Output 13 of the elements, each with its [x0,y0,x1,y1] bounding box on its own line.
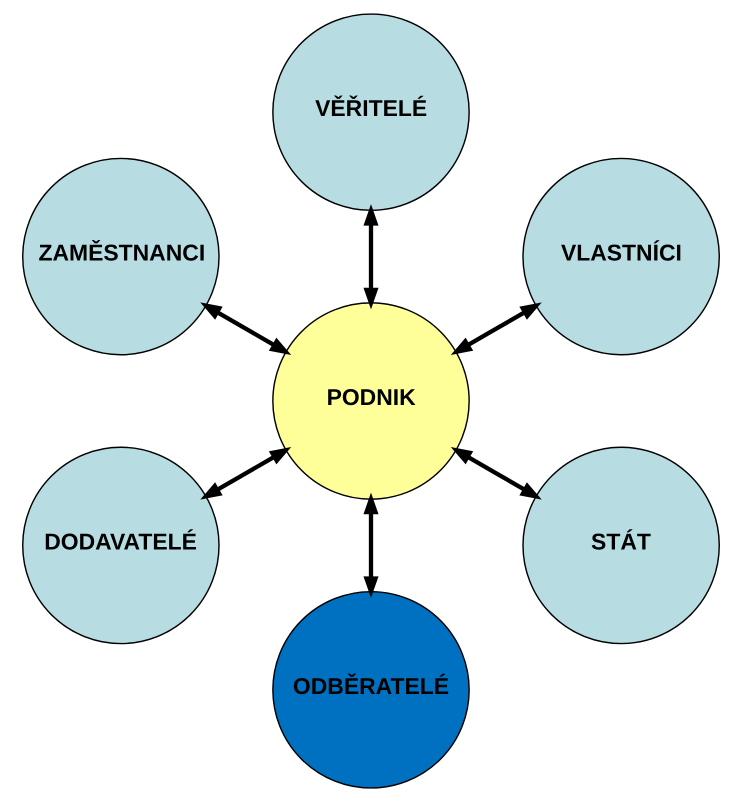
node-circle: STÁT [522,446,720,644]
arrow [200,447,292,500]
node-circle: VLASTNÍCI [522,158,720,356]
arrow [363,204,379,310]
arrow [200,302,292,355]
arrow [363,492,379,598]
arrow [450,447,542,500]
node-circle: DODAVATELÉ [22,446,220,644]
node-circle: PODNIK [272,302,470,500]
node-circle: ZAMĚSTNANCI [22,158,220,356]
arrow [450,302,542,355]
node-circle: ODBĚRATELÉ [272,590,470,789]
node-circle: VĚŘITELÉ [272,13,470,212]
